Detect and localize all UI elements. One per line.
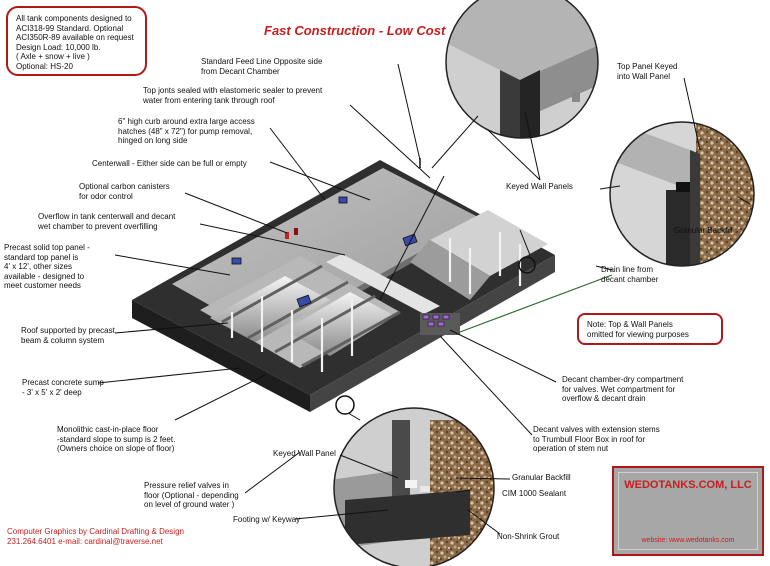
page-title: Fast Construction - Low Cost [264,23,446,38]
brand-name: WEDOTANKS.COM, LLC [624,479,752,491]
label-decant-valves: Decant valves with extension stems to Tr… [533,425,660,453]
graphics-credit: Computer Graphics by Cardinal Drafting &… [7,527,184,546]
label-non-shrink-grout: Non-Shrink Grout [497,532,560,541]
label-top-panel-keyed: Top Panel Keyed into Wall Panel [617,62,678,81]
label-top-joints: Top jonts sealed with elastomeric sealer… [143,86,323,105]
detail-circle-top [446,0,598,138]
label-overflow: Overflow in tank centerwall and decant w… [38,212,176,231]
label-granular-backfill-bottom: Granular Backfill [512,473,571,482]
design-spec-box: All tank components designed to ACI318-9… [6,6,147,76]
label-granular-backfill-top: Granular Backfill [674,226,733,235]
label-floor: Monolithic cast-in-place floor -standard… [57,425,176,453]
tank-body [132,158,613,415]
label-keyed-wall-panels: Keyed Wall Panels [506,182,573,191]
brand-block: WEDOTANKS.COM, LLC website: www.wedotank… [612,466,764,556]
brand-inner-frame [618,472,758,550]
label-pressure-relief: Pressure relief valves in floor (Optiona… [144,481,239,509]
label-roof-support: Roof supported by precast beam & column … [21,326,115,345]
label-footing: Footing w/ Keyway [233,515,301,524]
label-access-hatch-curb: 6" high curb around extra large access h… [118,117,255,145]
label-top-panel: Precast solid top panel - standard top p… [4,243,90,290]
label-keyed-wall-panel: Keyed Wall Panel [273,449,336,458]
viewing-note-box: Note: Top & Wall Panels omitted for view… [577,313,723,345]
detail-circle-bottom [334,408,494,566]
label-cim-sealant: CIM 1000 Sealant [502,489,567,498]
label-carbon-canisters: Optional carbon canisters for odor contr… [79,182,170,201]
label-drain-line: Drain line from decant chamber [601,265,659,284]
label-feed-line: Standard Feed Line Opposite side from De… [201,57,323,76]
leader-lines [97,63,751,535]
label-sump: Precast concrete sump - 3' x 5' x 2' dee… [22,378,104,397]
label-decant-chamber: Decant chamber-dry compartment for valve… [562,375,684,403]
label-centerwall: Centerwall - Either side can be full or … [92,159,247,168]
brand-website: website: www.wedotanks.com [641,537,735,544]
detail-circle-right [610,122,754,266]
